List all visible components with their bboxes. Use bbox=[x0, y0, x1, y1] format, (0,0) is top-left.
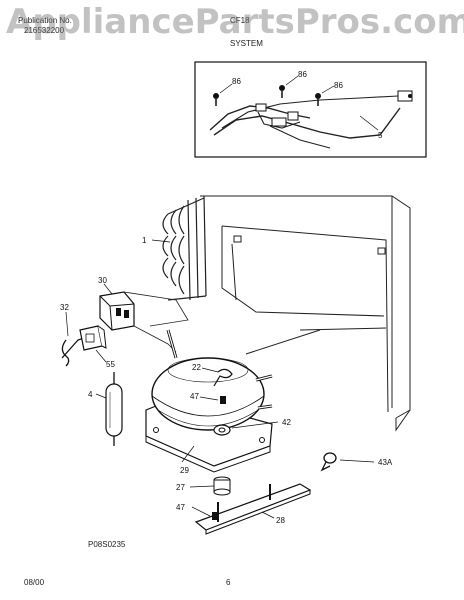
compressor bbox=[145, 329, 273, 473]
model-number: CF18 bbox=[230, 16, 250, 25]
screw-icon bbox=[279, 85, 285, 98]
base-rail bbox=[194, 483, 312, 535]
callout-22: 22 bbox=[192, 363, 201, 372]
callout-5: 5 bbox=[378, 131, 383, 140]
callout-86-b: 86 bbox=[298, 70, 307, 79]
callout-42: 42 bbox=[282, 418, 291, 427]
cabinet-outline bbox=[200, 195, 411, 432]
filter-drier bbox=[105, 372, 123, 446]
watermark: AppliancePartsPros.com bbox=[6, 2, 464, 42]
section-title: SYSTEM bbox=[230, 39, 263, 48]
publication-number: 216532200 bbox=[24, 26, 65, 35]
callout-47-lower: 47 bbox=[176, 503, 185, 512]
grommet bbox=[213, 476, 231, 496]
hose-clamp bbox=[320, 452, 337, 472]
callout-32: 32 bbox=[60, 303, 69, 312]
callout-27: 27 bbox=[176, 483, 185, 492]
callout-43A: 43A bbox=[378, 458, 393, 467]
callout-28: 28 bbox=[276, 516, 285, 525]
publication-label: Publication No. bbox=[18, 16, 72, 25]
callout-47-upper: 47 bbox=[190, 392, 199, 401]
drawing-code: P08S0235 bbox=[88, 540, 126, 549]
footer-date: 08/00 bbox=[24, 578, 45, 587]
callout-1: 1 bbox=[142, 236, 147, 245]
callout-29: 29 bbox=[180, 466, 189, 475]
screw-icon bbox=[213, 93, 219, 106]
condenser-coil bbox=[162, 195, 207, 301]
terminal-cover bbox=[79, 325, 107, 351]
callout-4: 4 bbox=[88, 390, 93, 399]
page-number: 6 bbox=[226, 578, 231, 587]
callout-55: 55 bbox=[106, 360, 115, 369]
wiring-inset: 86 86 86 5 bbox=[194, 61, 427, 158]
callout-30: 30 bbox=[98, 276, 107, 285]
screw-icon bbox=[315, 93, 321, 106]
callout-86-c: 86 bbox=[334, 81, 343, 90]
relay-overload bbox=[99, 291, 189, 353]
callout-86-a: 86 bbox=[232, 77, 241, 86]
